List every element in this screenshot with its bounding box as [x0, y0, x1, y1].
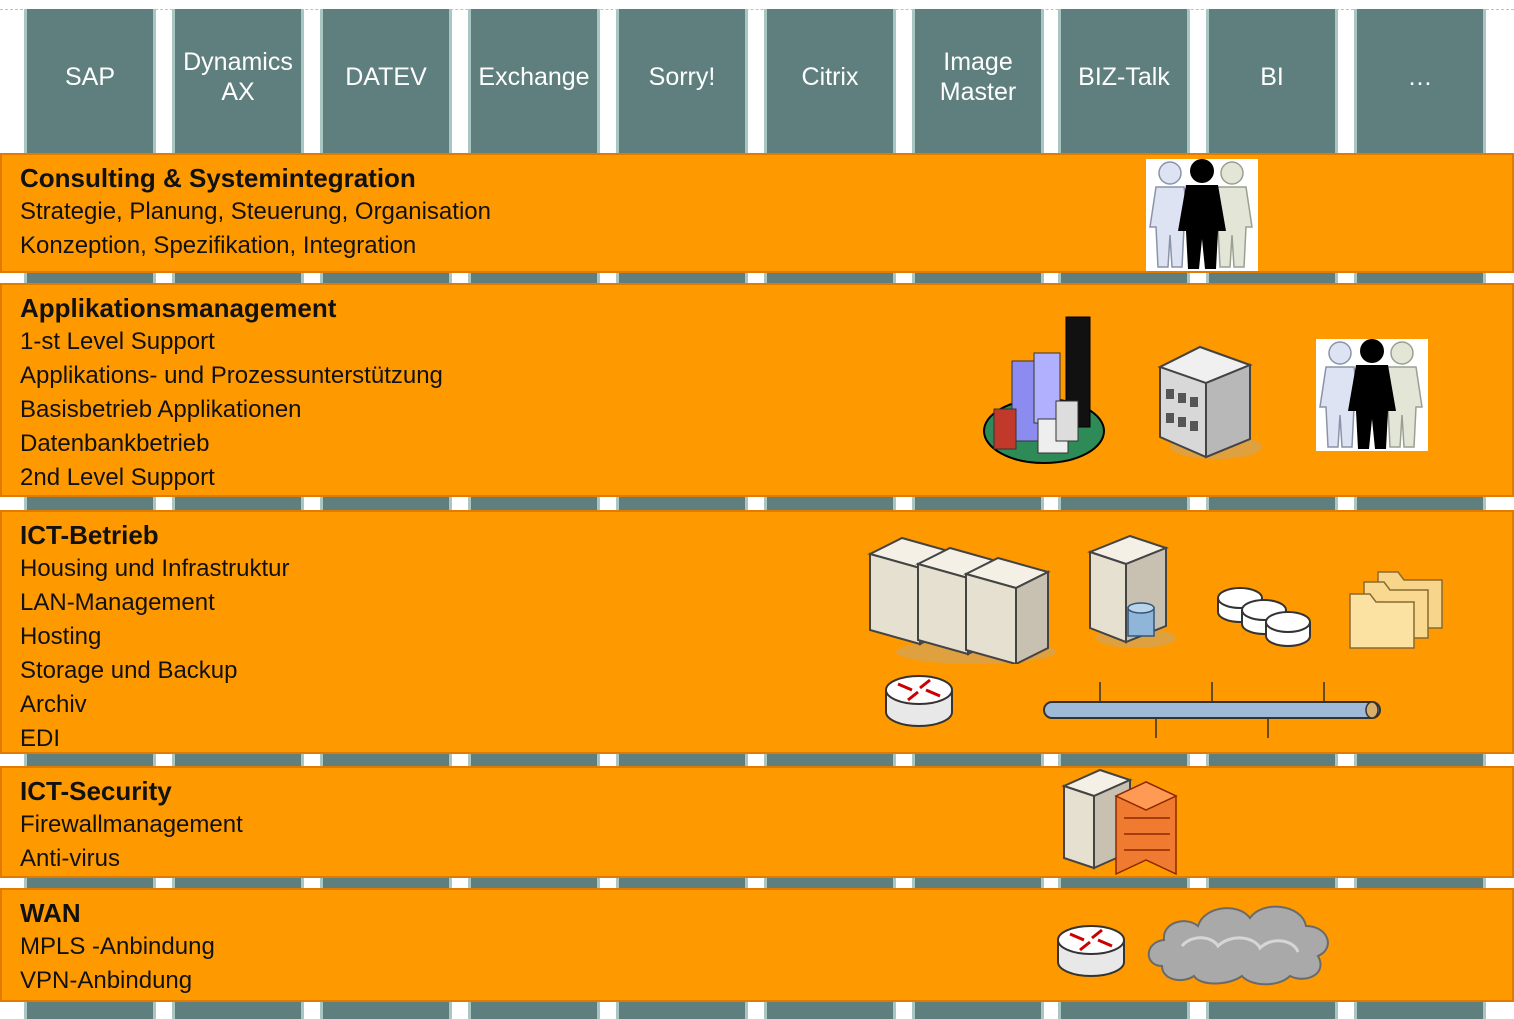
band-item: Anti-virus — [20, 845, 121, 872]
band-item: LAN-Management — [20, 589, 215, 616]
band-item: Konzeption, Spezifikation, Integration — [20, 232, 417, 259]
top-dashed-line — [0, 9, 1514, 10]
cloud-icon — [1147, 905, 1329, 986]
column-label: … — [1407, 62, 1433, 91]
column-label: Dynamics AX — [183, 47, 293, 106]
folders-icon — [1349, 571, 1443, 649]
band-ict-betrieb: ICT-Betrieb Housing und Infrastruktur LA… — [0, 510, 1514, 754]
band-title: ICT-Security — [20, 776, 172, 806]
band-item: 2nd Level Support — [20, 464, 215, 491]
band-item: Applikations- und Prozessunterstützung — [20, 362, 443, 389]
band-ict-security: ICT-Security Firewallmanagement Anti-vir… — [0, 766, 1514, 878]
firewall-server-icon — [1061, 768, 1178, 876]
people-group-icon — [1146, 159, 1258, 271]
band-item: Datenbankbetrieb — [20, 430, 210, 457]
disk-storage-icon — [1217, 587, 1311, 647]
column-label: Image Master — [939, 47, 1017, 106]
band-item: Basisbetrieb Applikationen — [20, 396, 302, 423]
column-label: BI — [1260, 62, 1284, 91]
band-applikationsmanagement: Applikationsmanagement 1-st Level Suppor… — [0, 283, 1514, 497]
band-title: WAN — [20, 898, 81, 928]
band-item: Housing und Infrastruktur — [20, 555, 290, 582]
column-label: Sorry! — [648, 62, 716, 91]
band-item: MPLS -Anbindung — [20, 933, 215, 960]
router-icon — [1057, 925, 1125, 977]
band-item: 1-st Level Support — [20, 328, 215, 355]
band-wan: WAN MPLS -Anbindung VPN-Anbindung — [0, 888, 1514, 1002]
band-item: Storage und Backup — [20, 657, 238, 684]
band-title: Consulting & Systemintegration — [20, 163, 416, 193]
band-item: Hosting — [20, 623, 102, 650]
database-server-icon — [1087, 534, 1176, 648]
lan-bus-icon — [1043, 682, 1381, 738]
column-label: SAP — [64, 62, 116, 91]
band-item: VPN-Anbindung — [20, 967, 193, 994]
band-title: Applikationsmanagement — [20, 293, 337, 323]
band-title: ICT-Betrieb — [20, 520, 159, 550]
office-building-icon — [1157, 345, 1262, 459]
city-buildings-icon — [983, 316, 1105, 464]
band-item: Firewallmanagement — [20, 811, 243, 838]
band-item: Strategie, Planung, Steuerung, Organisat… — [20, 198, 491, 225]
column-label: Citrix — [801, 62, 859, 91]
column-label: Exchange — [478, 62, 590, 91]
people-group-icon — [1316, 339, 1428, 451]
column-label: BIZ-Talk — [1078, 62, 1170, 91]
band-item: EDI — [20, 725, 61, 752]
column-label: DATEV — [345, 62, 427, 91]
band-consulting: Consulting & Systemintegration Strategie… — [0, 153, 1514, 273]
server-cluster-icon — [867, 536, 1056, 664]
router-icon — [885, 675, 953, 727]
band-item: Archiv — [20, 691, 87, 718]
